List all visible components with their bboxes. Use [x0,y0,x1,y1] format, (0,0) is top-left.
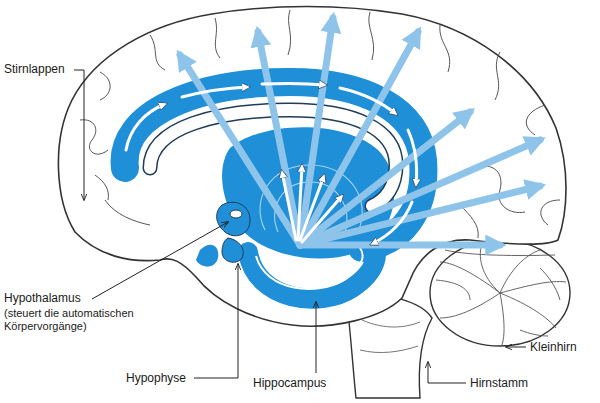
projection-arrow [300,140,540,245]
brainstem-line [360,320,420,353]
circuit-arrow [298,166,302,240]
gyrus-line [440,25,450,72]
hippocampus-shape [248,240,376,299]
folia-line [480,244,500,293]
gyrus-line [95,175,108,200]
folia-line [500,250,540,293]
projection-arrows [180,18,540,245]
part-label: Hippocampus [253,377,326,390]
leader-lines [74,70,526,383]
leader-line [506,347,526,348]
cerebrum [58,7,566,327]
gyrus-line [526,105,545,135]
leader-line [316,302,317,373]
folia-line [500,293,504,345]
circuit-arrow [262,83,325,85]
leader-line [92,222,228,299]
circuit-arrow [282,172,296,240]
gyrus-line [460,205,478,238]
gyrus-line [100,72,110,100]
projection-arrow [258,32,300,245]
part-label: Hypothalamus [4,292,81,305]
gyrus-line [495,52,500,100]
circuit-arrow [408,130,417,185]
circuit-arrow [372,202,412,244]
gyrus-line [105,200,150,225]
circuit-arrow [182,87,248,97]
circuit-arrow [340,88,396,114]
cerebellum-folia [436,244,566,345]
projection-arrow [300,32,418,245]
hippocampus-line [256,248,363,289]
part-label: Stirnlappen [4,63,65,76]
part-label: (steuert die automatischen Körpervorgäng… [4,307,154,333]
leader-line [428,362,466,383]
folia-line [445,250,555,255]
circuit-arrow [302,196,342,242]
folia-line [500,282,566,293]
folia-line [436,268,560,336]
mammillary-body [230,210,242,218]
folia-line [440,262,500,293]
leader-line [74,70,84,200]
pituitary-shape [222,238,243,262]
gyrus-line [288,10,291,55]
part-label: Hirnstamm [470,377,528,390]
cerebellum [430,240,570,346]
part-label: Hypophyse [126,372,186,385]
gyrus-line [150,35,165,70]
projection-arrow [300,186,540,245]
gyrus-line [541,200,560,225]
olfactory-shape [196,245,218,267]
gyrus-line [369,12,374,60]
circuit-arrows [126,83,417,244]
projection-arrow [300,242,500,249]
folia-line [500,293,556,328]
hypothalamus-shape [217,202,250,236]
leader-line [194,264,238,378]
circuit-arrow [126,104,165,150]
part-label: Kleinhirn [530,341,577,354]
gyrus-line [215,18,220,58]
